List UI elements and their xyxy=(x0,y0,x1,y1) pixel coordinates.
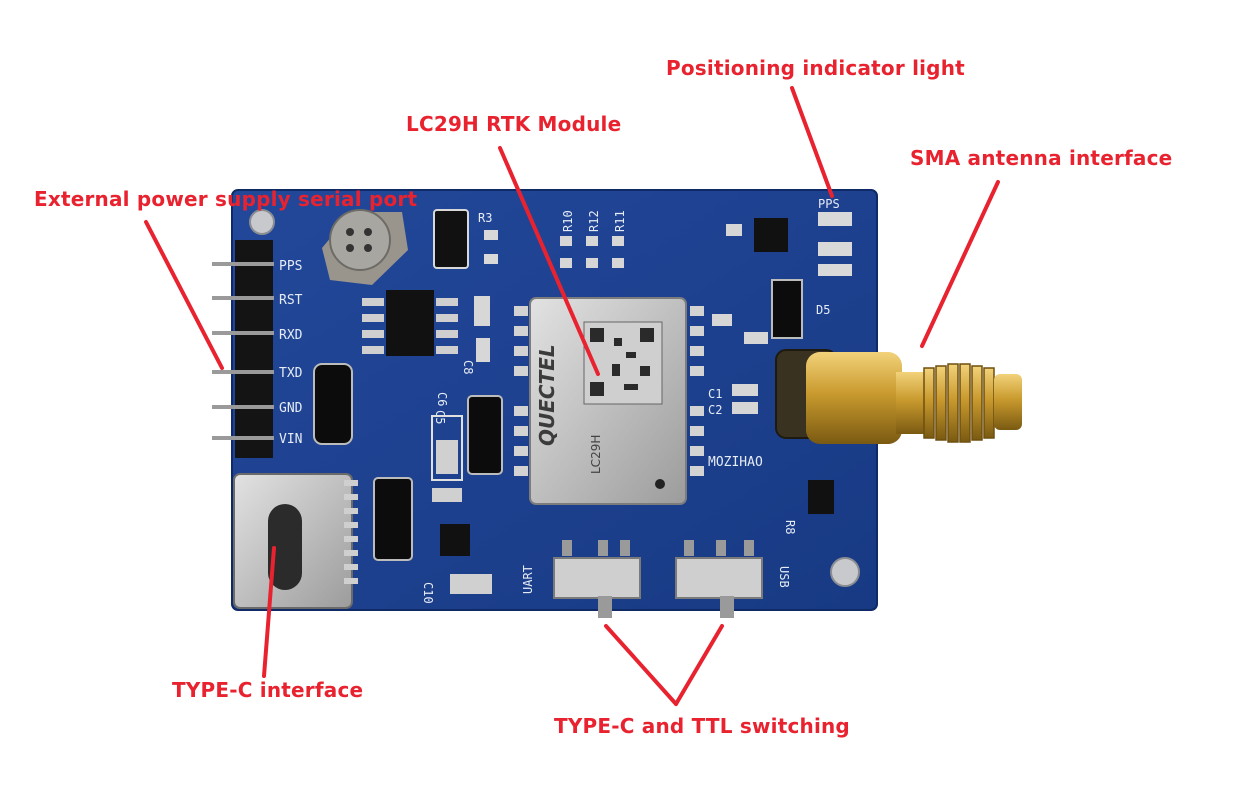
ref-c8: C8 xyxy=(461,360,475,374)
capacitor xyxy=(732,402,758,414)
resistor-row xyxy=(560,236,624,268)
capacitor xyxy=(474,296,490,326)
ref-r3: R3 xyxy=(478,211,492,225)
arrow-type-c xyxy=(262,546,276,678)
diode-mid xyxy=(467,395,503,475)
buzzer-component xyxy=(322,209,408,285)
callout-sma-antenna: SMA antenna interface xyxy=(910,146,1173,170)
ref-r10: R10 xyxy=(561,210,575,232)
transistor xyxy=(440,524,470,556)
switch-label-usb: USB xyxy=(777,566,791,588)
ref-c10: C10 xyxy=(421,582,435,604)
callout-type-c: TYPE-C interface xyxy=(172,678,364,702)
diode-left xyxy=(313,363,353,445)
cap-outline xyxy=(431,415,463,481)
arrow-rtk-module xyxy=(498,146,600,376)
ref-r12: R12 xyxy=(587,210,601,232)
capacitor xyxy=(436,440,458,474)
ref-c5: C5 xyxy=(433,410,447,424)
smd-pad xyxy=(726,224,742,236)
arrow-switch-right xyxy=(674,624,724,706)
soic-chip xyxy=(362,290,458,356)
module-brand: QUECTEL xyxy=(535,344,559,446)
ref-c2: C2 xyxy=(708,403,722,417)
pin-label-rst: RST xyxy=(279,293,303,308)
usb-c-connector xyxy=(233,473,358,609)
annotation-arrows xyxy=(144,86,1000,706)
pin-label-rxd: RXD xyxy=(279,328,303,343)
chip-r3 xyxy=(433,209,469,269)
lc29h-module: QUECTEL LC29H xyxy=(514,297,704,505)
smd-pad xyxy=(484,254,498,264)
callout-positioning-light: Positioning indicator light xyxy=(666,56,965,80)
pin-label-pps: PPS xyxy=(279,259,302,274)
arrow-switch-left xyxy=(604,624,678,706)
arrow-positioning-light xyxy=(790,86,834,198)
ref-pps: PPS xyxy=(818,197,840,211)
slide-switch-right xyxy=(675,540,763,618)
ref-r8: R8 xyxy=(783,520,797,534)
ref-d5: D5 xyxy=(816,303,830,317)
diode-d5 xyxy=(771,279,803,339)
slide-switch-left xyxy=(553,540,641,618)
arrow-ext-power xyxy=(144,220,224,370)
smd-pad xyxy=(744,332,768,344)
pin-label-txd: TXD xyxy=(279,366,303,381)
maker-label: MOZIHAO xyxy=(708,455,763,470)
callout-rtk-module: LC29H RTK Module xyxy=(406,112,622,136)
capacitor xyxy=(476,338,490,362)
pin-label-gnd: GND xyxy=(279,401,303,416)
smd-pad xyxy=(712,314,732,326)
capacitor xyxy=(432,488,462,502)
ref-c1: C1 xyxy=(708,387,722,401)
diode-bottom xyxy=(373,477,413,561)
ref-r11: R11 xyxy=(613,210,627,232)
capacitor xyxy=(450,574,492,594)
switch-label-uart: UART xyxy=(521,565,535,594)
transistor xyxy=(754,218,788,252)
callout-switching: TYPE-C and TTL switching xyxy=(554,714,850,738)
sma-connector xyxy=(775,349,1022,444)
smd-pad xyxy=(484,230,498,240)
pin-header xyxy=(212,240,274,458)
mount-hole xyxy=(830,557,860,587)
mount-hole xyxy=(249,209,275,235)
transistor xyxy=(808,480,834,514)
ref-c6: C6 xyxy=(435,392,449,406)
pin-label-vin: VIN xyxy=(279,432,302,447)
arrow-sma-antenna xyxy=(920,180,1000,348)
callout-ext-power: External power supply serial port xyxy=(34,187,418,211)
capacitor xyxy=(732,384,758,396)
module-model: LC29H xyxy=(589,435,603,474)
pps-led xyxy=(818,212,852,276)
